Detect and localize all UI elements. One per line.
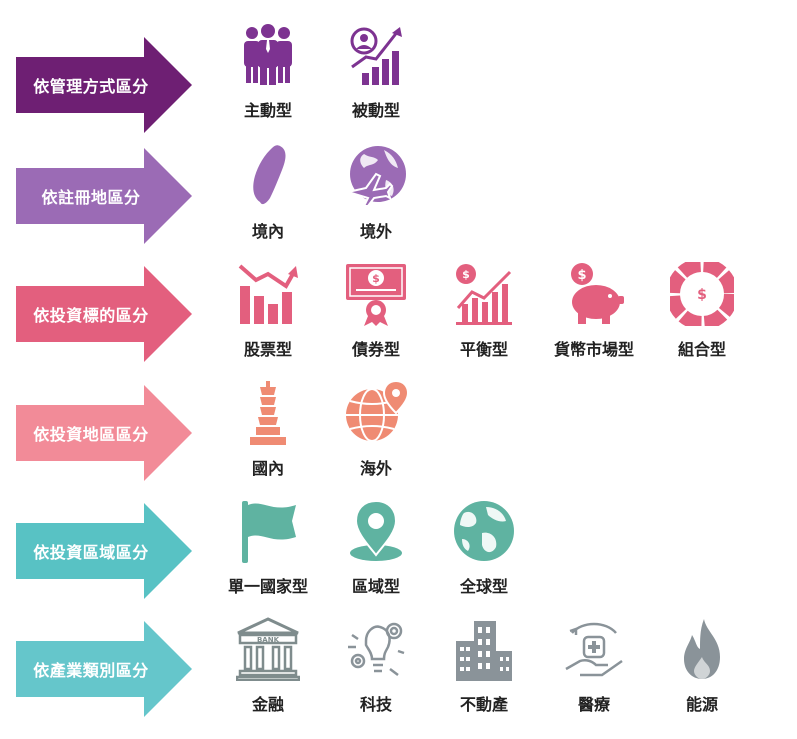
item-energy: 能源: [652, 617, 752, 735]
arrow-shape: [16, 385, 192, 481]
taiwan-map-icon: [253, 145, 286, 205]
item-label: 股票型: [243, 340, 292, 359]
item-label: 貨幣市場型: [553, 340, 634, 359]
item-fund-of-funds: $ 組合型: [652, 262, 752, 380]
item-label: 醫療: [577, 695, 610, 714]
medical-hand-icon: [565, 622, 623, 677]
item-real-estate: 不動產: [434, 617, 534, 735]
item-healthcare: 醫療: [544, 617, 644, 735]
tech-bulb-icon: [348, 622, 405, 676]
item-label: 區域型: [351, 577, 400, 596]
item-label: 海外: [359, 459, 392, 478]
arrow-shape: [16, 621, 192, 717]
item-regional: 區域型: [326, 499, 426, 617]
item-stock: 股票型: [218, 262, 318, 380]
category-row-registration: 依註冊地區分 境內 境外: [0, 145, 797, 266]
item-label: 不動產: [459, 695, 508, 714]
item-label: 境外: [359, 222, 392, 241]
people-group-icon: [244, 24, 292, 85]
pie-chart-icon: $: [670, 262, 734, 326]
category-label: 依投資地區區分: [33, 425, 149, 444]
svg-text:$: $: [577, 268, 586, 283]
svg-text:$: $: [462, 268, 470, 281]
stock-chart-icon: [238, 264, 298, 324]
item-bond: $ 債券型: [326, 262, 426, 380]
bond-certificate-icon: $: [346, 264, 406, 326]
buildings-icon: [456, 621, 512, 681]
globe-airplane-icon: [344, 146, 406, 207]
item-balanced: $ 平衡型: [434, 262, 534, 380]
item-technology: 科技: [326, 617, 426, 735]
category-arrow: 依投資區域區分: [16, 503, 192, 599]
flag-icon: [242, 501, 296, 563]
category-arrow: 依投資標的區分: [16, 266, 192, 362]
category-arrow: 依投資地區區分: [16, 385, 192, 481]
piggy-bank-icon: $: [571, 263, 624, 324]
category-label: 依註冊地區分: [41, 188, 141, 207]
item-label: 能源: [685, 695, 718, 714]
item-single-country: 單一國家型: [218, 499, 318, 617]
category-row-investment-area: 依投資地區區分 國內 海外: [0, 381, 797, 503]
item-label: 科技: [359, 695, 392, 714]
item-money-market: $ 貨幣市場型: [544, 262, 644, 380]
item-label: 主動型: [243, 101, 292, 120]
category-label: 依投資標的區分: [33, 306, 149, 325]
category-row-investment-region: 依投資區域區分 單一國家型 區域型 全球型: [0, 499, 797, 621]
bank-icon: BANK: [236, 617, 300, 681]
category-arrow: 依管理方式區分: [16, 37, 192, 133]
arrow-shape: [16, 37, 192, 133]
item-global: 全球型: [434, 499, 534, 617]
item-label: 被動型: [351, 101, 400, 120]
person-growth-icon: [350, 27, 402, 85]
category-row-industry: 依產業類別區分 BANK 金融 科技: [0, 617, 797, 739]
category-row-investment-target: 依投資標的區分 股票型 $ 債券型 $: [0, 262, 797, 384]
item-passive: 被動型: [326, 23, 426, 141]
arrow-shape: [16, 148, 192, 244]
bank-sign-text: BANK: [257, 636, 280, 644]
earth-icon: [454, 501, 514, 561]
balance-chart-icon: $: [456, 264, 512, 325]
category-label: 依產業類別區分: [33, 661, 149, 680]
svg-text:$: $: [372, 272, 380, 285]
category-row-management: 依管理方式區分 主動型 被動型: [0, 24, 797, 155]
item-offshore: 境外: [326, 144, 426, 262]
item-domestic: 境內: [218, 144, 318, 262]
item-label: 單一國家型: [227, 577, 308, 596]
item-overseas: 海外: [326, 381, 426, 499]
item-label: 全球型: [459, 577, 508, 596]
item-active: 主動型: [218, 23, 318, 141]
arrow-shape: [16, 503, 192, 599]
globe-pin-icon: [346, 381, 408, 442]
item-finance: BANK 金融: [218, 617, 318, 735]
item-label: 平衡型: [459, 340, 508, 359]
category-label: 依管理方式區分: [33, 77, 149, 96]
item-label: 國內: [251, 459, 284, 478]
flame-icon: [684, 619, 720, 679]
arrow-shape: [16, 266, 192, 362]
item-domestic-area: 國內: [218, 381, 318, 499]
taipei-101-icon: [250, 381, 286, 445]
category-label: 依投資區域區分: [33, 543, 149, 562]
item-label: 金融: [251, 695, 284, 714]
category-arrow: 依產業類別區分: [16, 621, 192, 717]
location-pin-icon: [350, 499, 402, 561]
item-label: 組合型: [677, 340, 726, 359]
item-label: 債券型: [351, 340, 400, 359]
item-label: 境內: [251, 222, 284, 241]
svg-text:$: $: [697, 287, 707, 303]
category-arrow: 依註冊地區分: [16, 148, 192, 244]
